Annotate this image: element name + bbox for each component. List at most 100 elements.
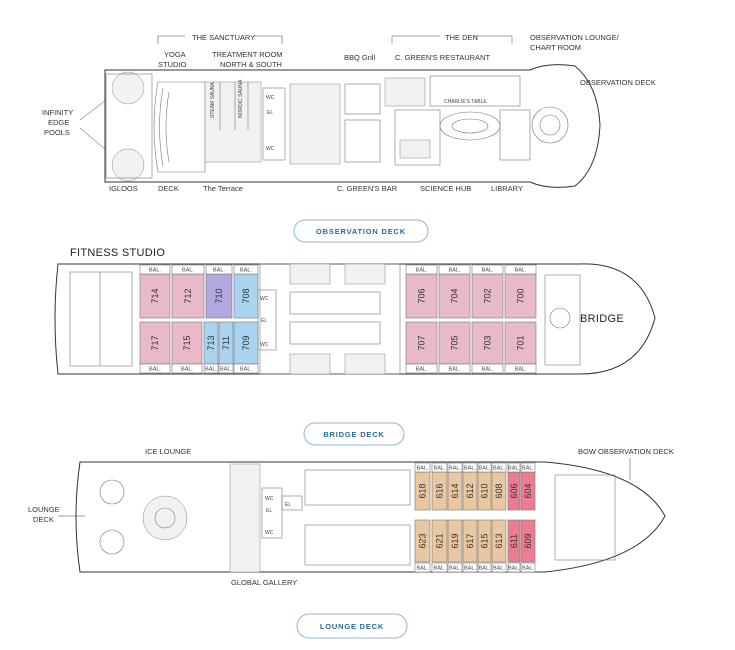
- obs-lounge-label-2: CHART ROOM: [530, 43, 581, 52]
- studio-label: STUDIO: [158, 60, 187, 69]
- nordic-sauna-label: NORDIC SAUNA: [238, 79, 244, 118]
- library-label: LIBRARY: [491, 184, 523, 193]
- lounge-top-suite-604: BAL.604: [520, 462, 536, 511]
- observation-deck-button-label: OBSERVATION DECK: [316, 227, 406, 236]
- den-label: THE DEN: [445, 33, 478, 42]
- lounge-top-suite-number-608: 608: [494, 483, 504, 498]
- igloo-top: [111, 71, 145, 105]
- bar-label: C. GREEN'S BAR: [337, 184, 398, 193]
- bridge-top-suite-number-708: 708: [241, 288, 251, 303]
- lounge-top-suite-number-612: 612: [465, 483, 475, 498]
- bridge-top-balcony-714: BAL.: [149, 268, 161, 274]
- sanctuary-label: THE SANCTUARY: [192, 33, 255, 42]
- lounge-deck-button[interactable]: LOUNGE DECK: [296, 613, 408, 639]
- bridge-top-balcony-712: BAL.: [182, 268, 194, 274]
- yoga-label: YOGA: [164, 50, 186, 59]
- infinity-label: INFINITY: [42, 108, 73, 117]
- lounge-bottom-suite-number-615: 615: [480, 533, 490, 548]
- treatment-label: TREATMENT ROOM: [212, 50, 283, 59]
- fitness-studio-label: FITNESS STUDIO: [70, 247, 165, 259]
- bridge-deck-suites: BAL.714BAL.712BAL.710BAL.708BAL.706BAL.7…: [139, 264, 537, 374]
- bridge-top-suite-714: BAL. 714: [139, 264, 171, 319]
- lounge-deck-suites: BAL.618BAL.616BAL.614BAL.612BAL.610BAL.6…: [414, 462, 536, 573]
- charlies-table-label: CHARLIE'S TABLE: [444, 99, 487, 105]
- lounge-top-suite-number-614: 614: [450, 483, 460, 498]
- bow-obs-label: BOW OBSERVATION DECK: [578, 447, 674, 456]
- lounge-bottom-suite-number-613: 613: [494, 533, 504, 548]
- lounge-bottom-suite-623: BAL.623: [414, 519, 431, 573]
- bridge-wc-label-1: WC: [260, 296, 269, 302]
- lounge-bottom-suite-609: BAL.609: [520, 519, 536, 573]
- bridge-bottom-suite-number-707: 707: [417, 335, 427, 350]
- lounge-top-suite-612: BAL.612: [462, 462, 478, 511]
- lounge-bottom-balcony-613: BAL.: [493, 566, 505, 572]
- obs-wc-label-2: WC: [266, 146, 275, 152]
- bridge-bottom-balcony-711: BAL.: [220, 367, 232, 373]
- lounge-bottom-balcony-621: BAL.: [434, 566, 446, 572]
- lounge-top-balcony-606: BAL.: [508, 466, 520, 472]
- bridge-bottom-suite-number-701: 701: [516, 335, 526, 350]
- lounge-bottom-balcony-623: BAL.: [417, 566, 429, 572]
- bridge-el-label: EL: [261, 318, 267, 324]
- lounge-top-balcony-618: BAL.: [417, 466, 429, 472]
- lounge-bottom-balcony-611: BAL.: [508, 566, 520, 572]
- bridge-bottom-suite-number-705: 705: [450, 335, 460, 350]
- bridge-bottom-suite-number-711: 711: [221, 336, 231, 350]
- pools-label: POOLS: [44, 128, 70, 137]
- lounge-deck-plan: WC EL EL WC BAL.618BAL.616BAL.614BAL.612…: [28, 447, 674, 639]
- lounge-bottom-suite-615: BAL.615: [477, 519, 492, 573]
- bridge-top-suite-706: BAL.706: [405, 264, 438, 319]
- north-south-label: NORTH & SOUTH: [220, 60, 282, 69]
- obs-wc-label-1: WC: [266, 95, 275, 101]
- lounge-top-suite-618: BAL. 618: [414, 462, 431, 511]
- bridge-bottom-suite-711: BAL. 711: [218, 321, 234, 374]
- lounge-top-suite-number-604: 604: [523, 483, 533, 498]
- lounge-bottom-suite-number-609: 609: [523, 533, 533, 548]
- observation-deck-button[interactable]: OBSERVATION DECK: [293, 219, 429, 243]
- bridge-wc-label-2: WC: [260, 342, 269, 348]
- lounge-wc-label-2: WC: [265, 530, 274, 536]
- lounge-top-balcony-610: BAL.: [479, 466, 491, 472]
- bridge-label: BRIDGE: [580, 313, 624, 325]
- bridge-top-balcony-700: BAL.: [515, 268, 527, 274]
- lounge-top-suite-606: BAL. 606: [507, 462, 520, 511]
- observation-deck-plan: STEAM SAUNA NORDIC SAUNA WC EL WC THE SA…: [42, 33, 656, 243]
- lounge-bottom-suite-number-621: 621: [435, 533, 445, 548]
- bridge-bottom-balcony-717: BAL.: [149, 367, 161, 373]
- bridge-top-suite-700: BAL.700: [504, 264, 537, 319]
- lounge-top-balcony-614: BAL.: [449, 466, 461, 472]
- lounge-top-suite-number-618: 618: [418, 483, 428, 498]
- lounge-top-suite-number-606: 606: [509, 483, 519, 498]
- lounge-top-suite-608: BAL.608: [491, 462, 507, 511]
- bridge-top-balcony-706: BAL.: [416, 268, 428, 274]
- bridge-bottom-balcony-709: BAL.: [240, 367, 252, 373]
- bridge-bottom-balcony-701: BAL.: [515, 367, 527, 373]
- bridge-bottom-balcony-705: BAL.: [449, 367, 461, 373]
- bridge-bottom-balcony-713: BAL.: [205, 367, 217, 373]
- lounge-bottom-suite-613: BAL. 613: [491, 519, 507, 573]
- lounge-bottom-suite-number-611: 611: [509, 534, 519, 548]
- lounge-wc-label-1: WC: [265, 496, 274, 502]
- ice-lounge-label: ICE LOUNGE: [145, 447, 191, 456]
- edge-label: EDGE: [48, 118, 69, 127]
- restaurant-label: C. GREEN'S RESTAURANT: [395, 53, 490, 62]
- bridge-top-balcony-702: BAL.: [482, 268, 494, 274]
- deck-label: DECK: [158, 184, 179, 193]
- bridge-bottom-balcony-703: BAL.: [482, 367, 494, 373]
- igloos-label: IGLOOS: [109, 184, 138, 193]
- lounge-top-suite-number-610: 610: [480, 483, 490, 498]
- bridge-bottom-suite-717: BAL.717: [139, 321, 171, 374]
- lounge-bottom-suite-number-619: 619: [450, 533, 460, 548]
- bridge-deck-plan: WC EL WC BAL.714BAL.712BAL.710BAL.708BAL…: [54, 247, 656, 446]
- bridge-top-suite-number-714: 714: [150, 288, 160, 303]
- global-gallery-label: GLOBAL GALLERY: [231, 578, 297, 587]
- bridge-deck-button[interactable]: BRIDGE DECK: [303, 422, 405, 446]
- obs-el-label: EL: [267, 110, 273, 116]
- bridge-deck-button-label: BRIDGE DECK: [323, 430, 384, 439]
- lounge-bottom-suite-619: BAL.619: [447, 519, 463, 573]
- bridge-bottom-suite-number-703: 703: [483, 335, 493, 350]
- terrace-label: The Terrace: [203, 184, 243, 193]
- bridge-top-suite-712: BAL.712: [171, 264, 205, 319]
- bridge-bottom-suite-number-715: 715: [182, 335, 192, 350]
